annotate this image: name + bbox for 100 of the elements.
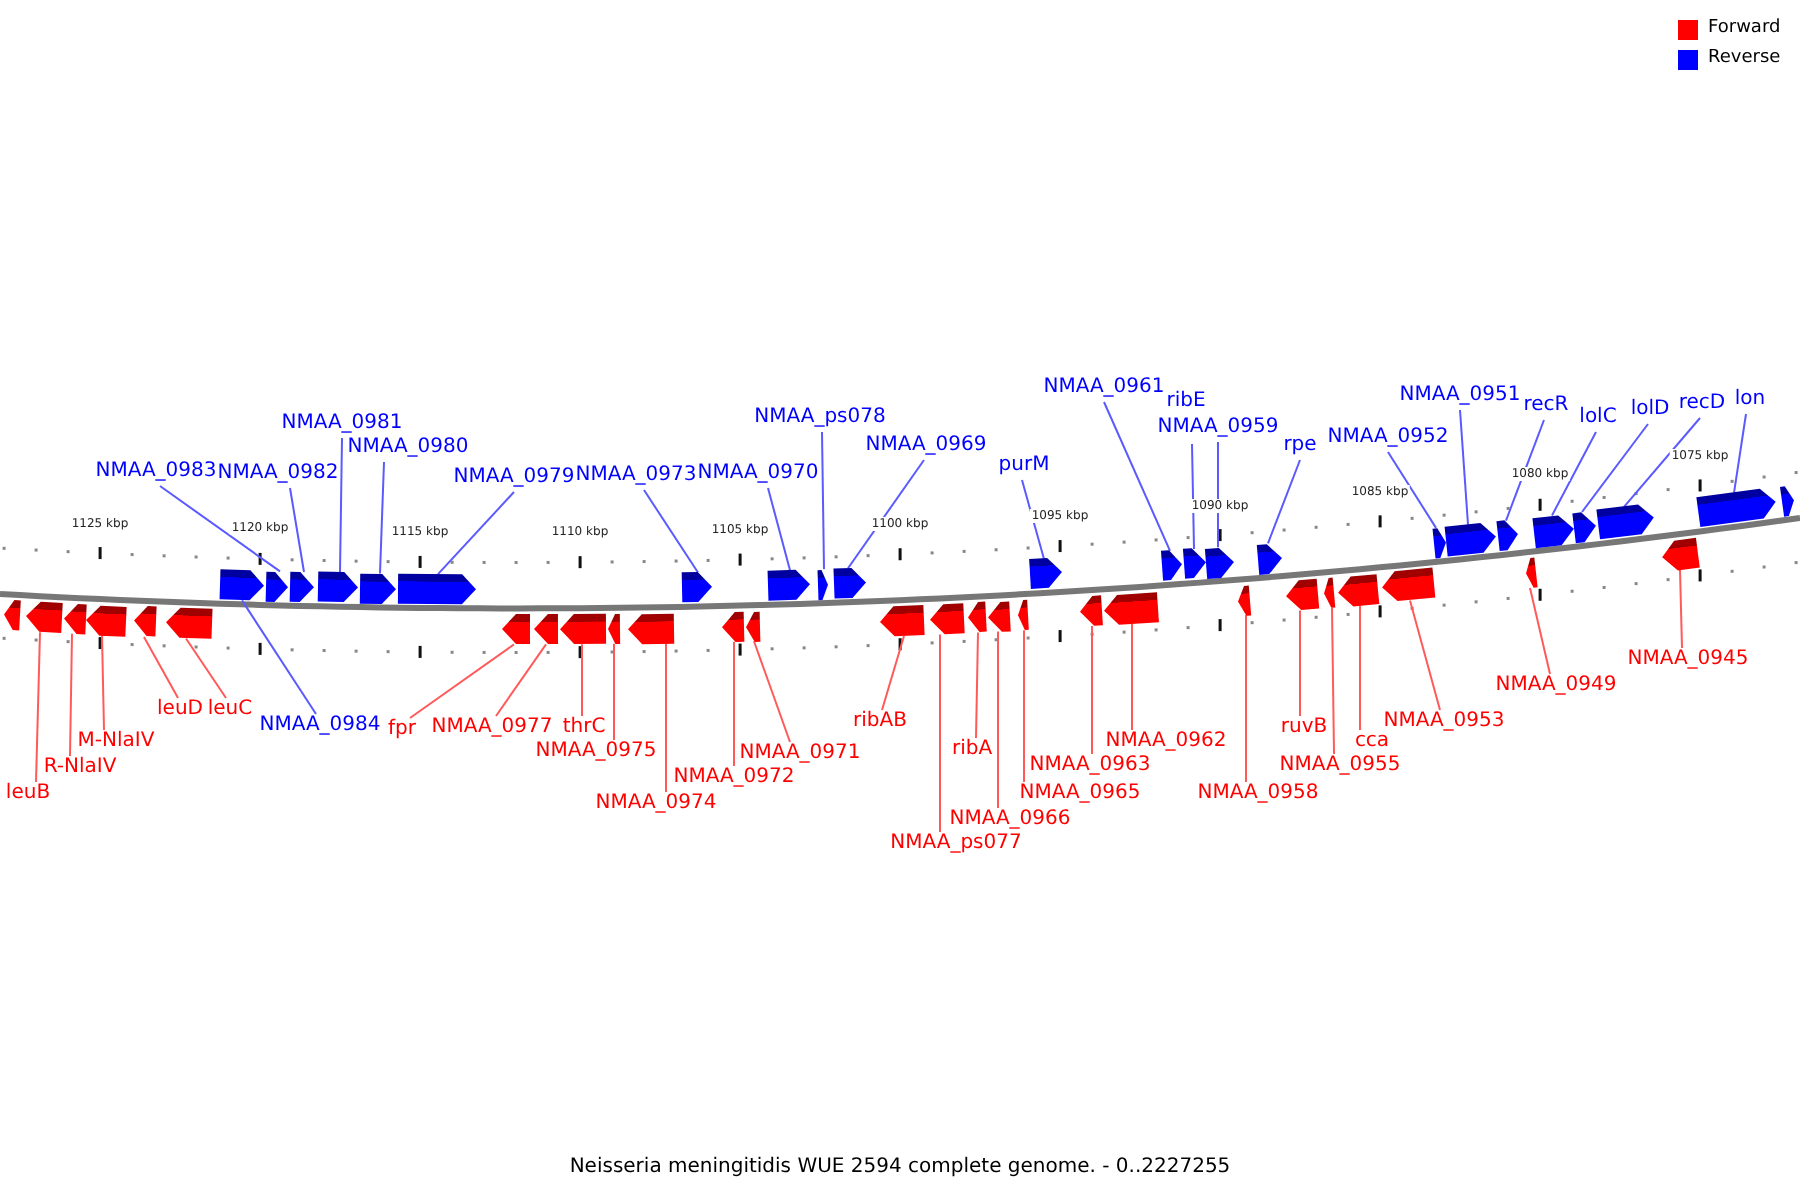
gene-marker	[929, 603, 965, 635]
gene-label: recD	[1678, 392, 1726, 416]
gene-marker	[1524, 557, 1538, 589]
gene-marker	[25, 601, 63, 634]
gene-label: ribA	[951, 738, 993, 762]
gene-marker	[289, 571, 315, 603]
gene-label: M-NlaIV	[77, 730, 155, 754]
gene-marker	[1256, 542, 1284, 575]
gene-marker	[1432, 526, 1448, 558]
gene-label: recR	[1523, 394, 1569, 418]
leader-line	[1217, 441, 1219, 549]
gene-label: leuD	[157, 698, 203, 722]
gene-marker	[721, 611, 745, 642]
legend-label: Reverse	[1708, 48, 1781, 70]
leader-line	[35, 631, 41, 783]
gene-label: NMAA_0984	[259, 714, 381, 738]
gene-label: NMAA_0980	[347, 436, 469, 460]
gene-marker	[133, 606, 157, 638]
leader-line	[581, 643, 583, 717]
leader-line	[1191, 443, 1195, 551]
gene-label: NMAA_0955	[1279, 754, 1401, 778]
gene-marker	[85, 604, 127, 637]
gene-label: leuC	[207, 698, 253, 722]
leader-line	[1409, 599, 1441, 711]
leader-line	[1331, 606, 1335, 755]
gene-label: purM	[998, 454, 1050, 478]
gene-label: NMAA_ps077	[890, 832, 1022, 856]
leader-line	[643, 489, 699, 574]
leader-line	[1581, 423, 1649, 513]
leader-line	[241, 599, 317, 715]
gene-label: NMAA_0963	[1029, 754, 1151, 778]
gene-label: lolD	[1630, 398, 1670, 422]
leader-line	[1529, 586, 1551, 675]
leader-line	[339, 437, 343, 574]
gene-marker	[1780, 484, 1796, 517]
gene-marker	[987, 600, 1011, 633]
gene-label: NMAA_0949	[1495, 674, 1617, 698]
leader-line	[1267, 459, 1301, 545]
gene-marker	[745, 611, 761, 642]
leader-line	[975, 631, 979, 739]
leader-line	[159, 485, 281, 573]
gene-label: NMAA_0977	[431, 716, 553, 740]
leader-line	[101, 634, 105, 731]
gene-label: cca	[1354, 730, 1390, 754]
leader-line	[1299, 609, 1301, 717]
gene-label: rpe	[1283, 434, 1317, 458]
gene-marker	[817, 568, 829, 600]
gene-marker	[502, 614, 530, 645]
leader-line	[767, 487, 791, 572]
gene-label: NMAA_0983	[95, 460, 217, 484]
gene-label: NMAA_0951	[1399, 384, 1521, 408]
gene-marker	[1182, 548, 1208, 580]
gene-marker	[1204, 546, 1236, 579]
leader-line	[613, 642, 615, 741]
gene-label: lolC	[1579, 406, 1617, 430]
leader-line	[1459, 409, 1469, 526]
gene-marker	[1029, 557, 1063, 590]
leader-line	[997, 630, 999, 809]
caption: Neisseria meningitidis WUE 2594 complete genome. - 0..2227255	[569, 1156, 1231, 1178]
gene-marker	[1380, 568, 1436, 604]
legend-label: Forward	[1708, 18, 1781, 40]
gene-marker	[1660, 537, 1700, 573]
leader-line	[1131, 622, 1133, 731]
gene-label: NMAA_0982	[217, 462, 339, 486]
leader-line	[437, 491, 515, 576]
gene-marker	[1160, 550, 1184, 582]
gene-marker	[1017, 599, 1029, 631]
gene-label: ruvB	[1280, 716, 1328, 740]
gene-label: NMAA_0953	[1383, 710, 1505, 734]
gene-marker	[265, 571, 289, 602]
leader-line	[1733, 413, 1747, 494]
gene-label: NMAA_0952	[1327, 426, 1449, 450]
gene-label: NMAA_0979	[453, 466, 575, 490]
leader-line	[379, 461, 385, 575]
gene-marker	[3, 600, 21, 632]
gene-marker	[967, 602, 987, 634]
leader-line	[847, 459, 925, 570]
gene-label: NMAA_0966	[949, 808, 1071, 832]
gene-marker	[833, 567, 867, 599]
leader-line	[939, 633, 941, 833]
gene-label: NMAA_0970	[697, 462, 819, 486]
leader-line	[69, 632, 73, 757]
gene-label: NMAA_0981	[281, 412, 403, 436]
leader-line	[185, 637, 227, 699]
gene-label: leuB	[5, 782, 51, 806]
gene-label: NMAA_0969	[865, 434, 987, 458]
leader-line	[1505, 419, 1545, 522]
leader-line	[1023, 629, 1025, 783]
leader-line	[1021, 479, 1045, 560]
gene-label: NMAA_0945	[1627, 648, 1749, 672]
leader-line	[733, 640, 735, 767]
leader-line	[753, 640, 791, 743]
leader-line	[821, 431, 825, 571]
gene-label: NMAA_ps078	[754, 406, 886, 430]
gene-label: ribE	[1166, 390, 1206, 414]
leader-line	[143, 635, 179, 699]
gene-marker	[165, 607, 213, 640]
gene-marker	[359, 573, 397, 604]
leader-line	[1551, 431, 1597, 517]
gene-label: NMAA_0972	[673, 766, 795, 790]
